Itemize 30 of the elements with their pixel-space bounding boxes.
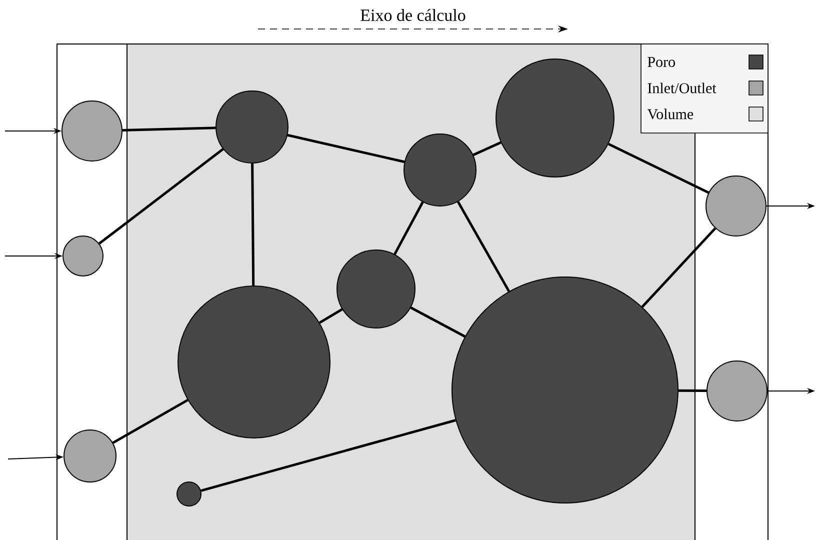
port-circle xyxy=(62,100,122,162)
port-circle xyxy=(64,429,116,482)
port-circle xyxy=(62,236,104,276)
connection-line xyxy=(394,202,424,255)
connection-line xyxy=(456,201,510,292)
connection-line xyxy=(287,134,405,164)
connection-line xyxy=(122,126,216,132)
pore-circle xyxy=(404,134,476,206)
connection-line xyxy=(200,419,456,492)
connection-line xyxy=(608,142,710,194)
connection-line xyxy=(641,227,716,308)
pore-circle xyxy=(216,90,288,164)
port-circle xyxy=(706,176,766,236)
axis-label: Eixo de cálculo xyxy=(360,9,466,21)
port-circle xyxy=(706,360,768,422)
connection-line xyxy=(472,141,502,156)
connection-line xyxy=(251,163,255,286)
pore-circle xyxy=(336,249,416,328)
connection-line xyxy=(319,308,343,324)
pore-circle xyxy=(496,58,614,178)
legend-label: Volume xyxy=(647,108,694,120)
legend-label: Inlet/Outlet xyxy=(648,82,716,94)
legend-label: Poro xyxy=(648,57,675,67)
connection-line xyxy=(112,398,188,444)
pore-circle xyxy=(176,481,202,506)
pore-circle xyxy=(452,276,678,504)
pore-circle xyxy=(178,285,330,438)
connection-line xyxy=(678,389,706,392)
connection-line xyxy=(98,148,224,245)
connection-line xyxy=(410,306,466,338)
